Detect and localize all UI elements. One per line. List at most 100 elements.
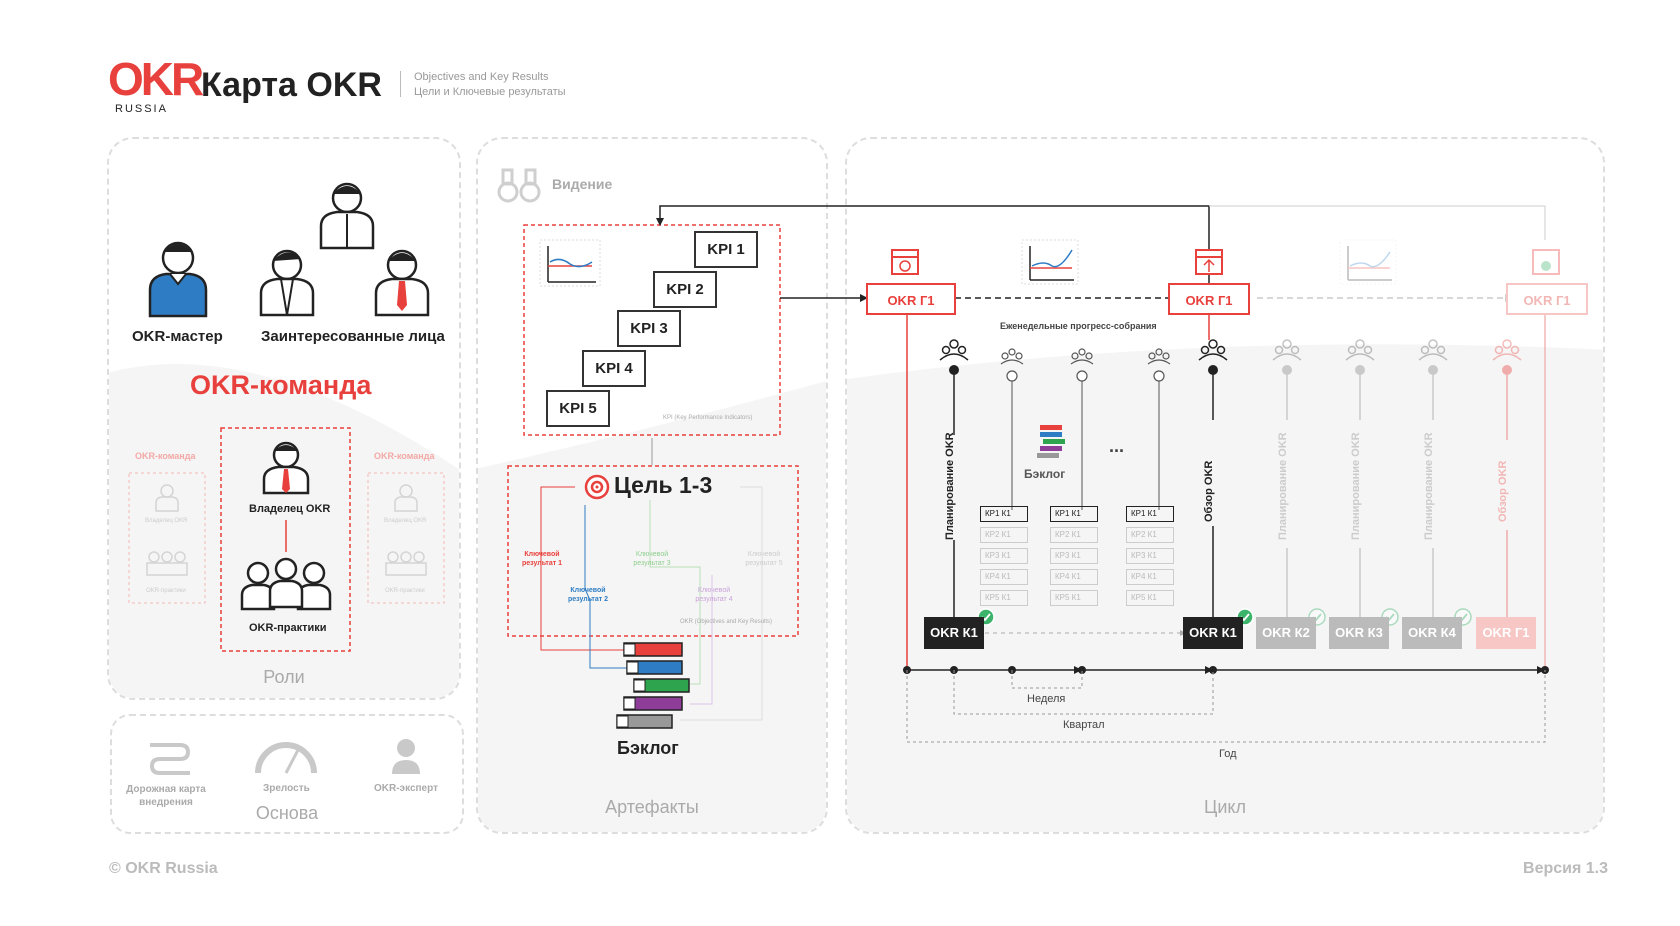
kr-row: КР2 К1 xyxy=(980,527,1028,543)
okr-q3-box: OKR К3 xyxy=(1329,617,1389,649)
okr-q2-box: OKR К2 xyxy=(1256,617,1316,649)
kr-row: КР5 К1 xyxy=(1126,590,1174,606)
kr-row: КР4 К1 xyxy=(1126,569,1174,585)
goal-title: Цель 1-3 xyxy=(614,472,713,498)
side-practices-label-left: OKR-практики xyxy=(146,588,186,594)
okr-note: OKR (Objectives and Key Results) xyxy=(680,619,773,625)
expert-label: OKR-эксперт xyxy=(374,783,438,794)
expert-icon xyxy=(392,739,420,774)
owner-label: Владелец OKR xyxy=(249,503,331,515)
kpi-1: KPI 1 xyxy=(694,231,758,268)
cycle-panel-label: Цикл xyxy=(1204,797,1246,817)
cycle-panel xyxy=(845,137,1605,834)
stakeholder-icon xyxy=(259,249,315,317)
okr-q1-box-review: OKR К1 xyxy=(1183,617,1243,649)
kr-row: КР3 К1 xyxy=(980,548,1028,564)
binoculars-icon xyxy=(497,168,541,203)
kr-2-label: Ключевой результат 2 xyxy=(568,587,608,603)
okr-master-label: OKR-мастер xyxy=(132,328,223,345)
kr-row: КР3 К1 xyxy=(1126,548,1174,564)
kr-1-label: Ключевой результат 1 xyxy=(522,551,562,567)
kr-row: КР3 К1 xyxy=(1050,548,1098,564)
growth-chart-icon xyxy=(1021,239,1079,285)
okr-g1-box-c: OKR Г1 xyxy=(1506,283,1588,315)
okr-g1-box-a: OKR Г1 xyxy=(866,283,956,315)
backlog-title: Бэклог xyxy=(617,738,679,758)
copyright: © OKR Russia xyxy=(109,860,218,877)
okr-practices-icon xyxy=(240,557,332,611)
kr-row: КР1 К1 xyxy=(980,506,1028,522)
roadmap-label: Дорожная карта внедрения xyxy=(126,784,206,808)
side-owner-label-left: Владелец OKR xyxy=(145,518,188,524)
foundation-panel-label: Основа xyxy=(255,803,319,823)
meeting-icons xyxy=(939,339,1522,365)
okr-master-icon xyxy=(148,241,208,318)
kr-row: КР1 К1 xyxy=(1050,506,1098,522)
kr-row: КР1 К1 xyxy=(1126,506,1174,522)
kpi-4: KPI 4 xyxy=(582,350,646,387)
side-team-label-right: OKR-команда xyxy=(374,451,435,461)
subtitle-ru: Цели и Ключевые результаты xyxy=(414,86,566,98)
planning-label-q2: Планирование OKR xyxy=(1277,432,1289,540)
kr-row: КР4 К1 xyxy=(1050,569,1098,585)
target-icon xyxy=(584,474,610,500)
page-title: Карта OKR xyxy=(201,66,382,104)
header-divider xyxy=(400,71,401,97)
vision-label: Видение xyxy=(552,176,613,192)
review-label-year: Обзор OKR xyxy=(1497,460,1509,522)
subtitle-en: Objectives and Key Results xyxy=(414,71,549,83)
kpi-chart-icon xyxy=(539,239,601,287)
planning-label-q3: Планирование OKR xyxy=(1350,432,1362,540)
okr-q1-box: OKR К1 xyxy=(924,617,984,649)
okr-team-title: OKR-команда xyxy=(190,370,372,400)
logo-text: RUSSIA xyxy=(115,103,168,115)
artifacts-panel-label: Артефакты xyxy=(605,797,699,817)
side-team-label-left: OKR-команда xyxy=(135,451,196,461)
cycle-backlog-label: Бэклог xyxy=(1024,467,1066,481)
review-label: Обзор OKR xyxy=(1203,460,1215,522)
version: Версия 1.3 xyxy=(1523,860,1608,877)
kr-row: КР2 К1 xyxy=(1126,527,1174,543)
kpi-note: KPI (Key Performance Indicators) xyxy=(663,415,753,421)
foundation-panel xyxy=(110,714,464,834)
kpi-5: KPI 5 xyxy=(546,390,610,427)
page-subtitle: Objectives and Key Results Цели и Ключев… xyxy=(414,70,566,100)
stakeholder-icon xyxy=(374,249,430,317)
backlog-bars xyxy=(616,642,690,729)
kr-row: КР5 К1 xyxy=(980,590,1028,606)
stakeholders-label: Заинтересованные лица xyxy=(261,328,445,345)
roadmap-icon xyxy=(149,743,191,775)
okr-owner-icon xyxy=(262,441,310,495)
okr-q4-box: OKR К4 xyxy=(1402,617,1462,649)
week-label: Неделя xyxy=(1027,693,1066,705)
cycle-backlog-icon xyxy=(1037,425,1065,458)
kr-row: КР2 К1 xyxy=(1050,527,1098,543)
maturity-icon xyxy=(255,742,317,774)
kr-row: КР5 К1 xyxy=(1050,590,1098,606)
planning-label-q4: Планирование OKR xyxy=(1423,432,1435,540)
stakeholder-icon xyxy=(319,182,375,250)
kpi-2: KPI 2 xyxy=(653,271,717,308)
weekly-meetings-label: Еженедельные прогресс-собрания xyxy=(1000,321,1157,331)
okr-year-box: OKR Г1 xyxy=(1476,617,1536,649)
year-label: Год xyxy=(1219,748,1237,760)
planning-label: Планирование OKR xyxy=(944,432,956,540)
side-practices-label-right: OKR-практики xyxy=(385,588,425,594)
side-team-icon-right xyxy=(385,484,427,576)
side-team-icon-left xyxy=(146,484,188,576)
growth-chart-icon-faded xyxy=(1339,239,1397,285)
okr-g1-box-b: OKR Г1 xyxy=(1168,283,1250,315)
calendar-arrow-icon xyxy=(1195,249,1223,275)
roles-panel-label: Роли xyxy=(263,667,305,687)
ellipsis: ... xyxy=(1109,436,1125,456)
artifacts-panel xyxy=(476,137,828,834)
kr-3-label: Ключевой результат 3 xyxy=(633,551,671,567)
roles-panel xyxy=(107,137,461,700)
kr-row: КР4 К1 xyxy=(980,569,1028,585)
logo-mark: OKR xyxy=(108,53,204,105)
maturity-label: Зрелость xyxy=(263,783,310,794)
kpi-3: KPI 3 xyxy=(617,310,681,347)
